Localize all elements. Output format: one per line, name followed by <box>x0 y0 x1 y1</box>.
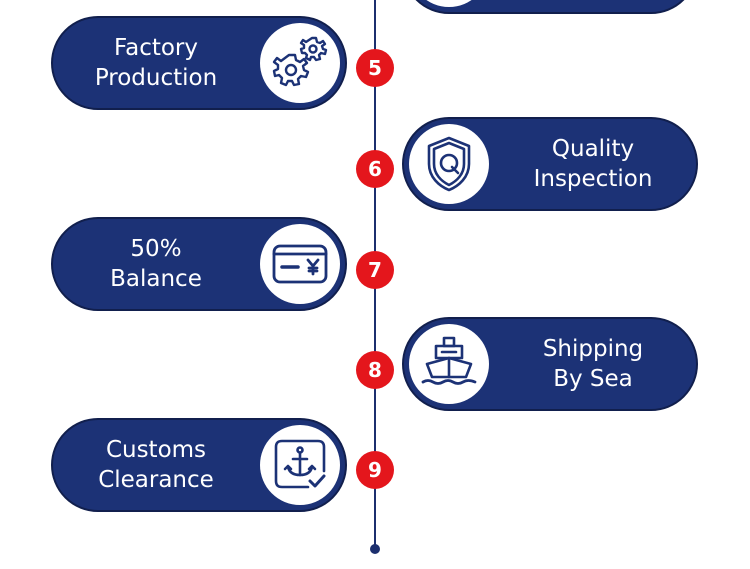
step-6-badge: 6 <box>356 150 394 188</box>
step-5-icon-circle <box>260 23 340 103</box>
step-6-icon-circle <box>409 124 489 204</box>
step-5-label: Factory Production <box>94 35 218 91</box>
step-9-pill: Customs Clearance <box>51 418 347 512</box>
step-7-label: 50% Balance <box>110 236 202 292</box>
step-7-badge: 7 <box>356 251 394 289</box>
previous-step-icon-circle <box>409 0 489 7</box>
step-5-badge: 5 <box>356 49 394 87</box>
step-6-pill: Quality Inspection <box>402 117 698 211</box>
step-8-label: Shipping By Sea <box>542 336 644 392</box>
step-8-pill: Shipping By Sea <box>402 317 698 411</box>
step-9-badge: 9 <box>356 451 394 489</box>
timeline-end-dot <box>370 544 380 554</box>
step-5-pill: Factory Production <box>51 16 347 110</box>
previous-step-pill-partial <box>402 0 698 14</box>
customs-anchor-icon <box>274 439 326 489</box>
gears-icon <box>272 36 328 87</box>
step-7-pill: 50% Balance <box>51 217 347 311</box>
shield-q-icon <box>427 136 471 192</box>
step-8-badge: 8 <box>356 351 394 389</box>
ship-icon <box>421 336 477 385</box>
step-8-icon-circle <box>409 324 489 404</box>
step-7-icon-circle <box>260 224 340 304</box>
payment-card-icon <box>272 244 328 284</box>
step-9-icon-circle <box>260 425 340 505</box>
step-6-label: Quality Inspection <box>533 136 653 192</box>
step-9-label: Customs Clearance <box>98 437 214 493</box>
